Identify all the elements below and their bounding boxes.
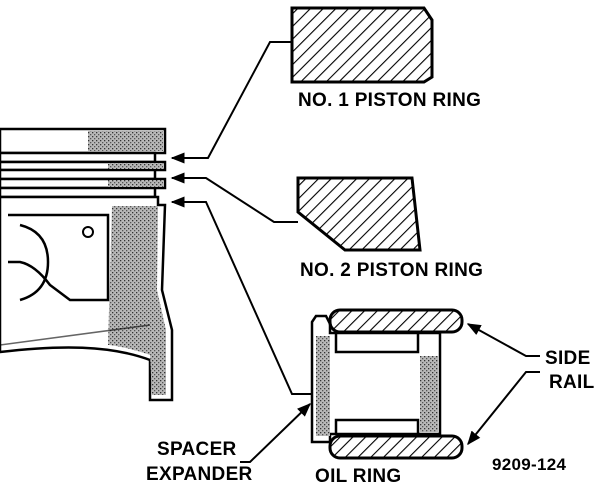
label-side-rail-1: SIDE xyxy=(545,348,591,369)
label-ring-1: NO. 1 PISTON RING xyxy=(298,90,481,111)
ring-2-cross-section xyxy=(296,176,422,252)
leader-side-rail-bottom xyxy=(467,371,540,446)
spacer-shading-right xyxy=(420,356,438,432)
pin-bore xyxy=(19,223,50,302)
ring-groove-1 xyxy=(0,151,157,164)
label-side-rail-2: RAIL xyxy=(549,372,595,393)
spacer-notch-bottom xyxy=(334,418,420,434)
label-oil-ring: OIL RING xyxy=(315,466,402,487)
oil-ring-assembly xyxy=(310,308,464,460)
leader-ring-2 xyxy=(170,172,298,223)
side-rail-bottom xyxy=(328,434,464,460)
label-spacer: SPACER xyxy=(157,439,237,460)
spacer-shading xyxy=(316,336,330,436)
ring-groove-3 xyxy=(0,186,157,199)
spacer-notch-top xyxy=(334,334,420,354)
label-expander: EXPANDER xyxy=(146,464,253,485)
piston xyxy=(0,127,174,402)
piston-skirt-shading xyxy=(108,206,166,395)
land-shading-1 xyxy=(108,163,163,169)
leader-lines xyxy=(170,41,540,463)
label-ring-2: NO. 2 PISTON RING xyxy=(300,260,483,281)
leader-oil-ring xyxy=(170,196,312,395)
oil-hole xyxy=(82,226,94,238)
leader-side-rail-top xyxy=(466,323,540,357)
ring-1-cross-section xyxy=(290,6,434,84)
leader-spacer-expander xyxy=(240,403,312,463)
skirt-edge xyxy=(0,324,151,346)
side-rail-top xyxy=(328,308,464,334)
pin-boss xyxy=(8,213,110,302)
piston-crown-shading xyxy=(88,131,163,151)
figure-id: 9209-124 xyxy=(492,455,566,474)
land-shading-2 xyxy=(108,180,163,187)
ring-groove-2 xyxy=(0,168,157,181)
leader-ring-1 xyxy=(170,41,292,164)
